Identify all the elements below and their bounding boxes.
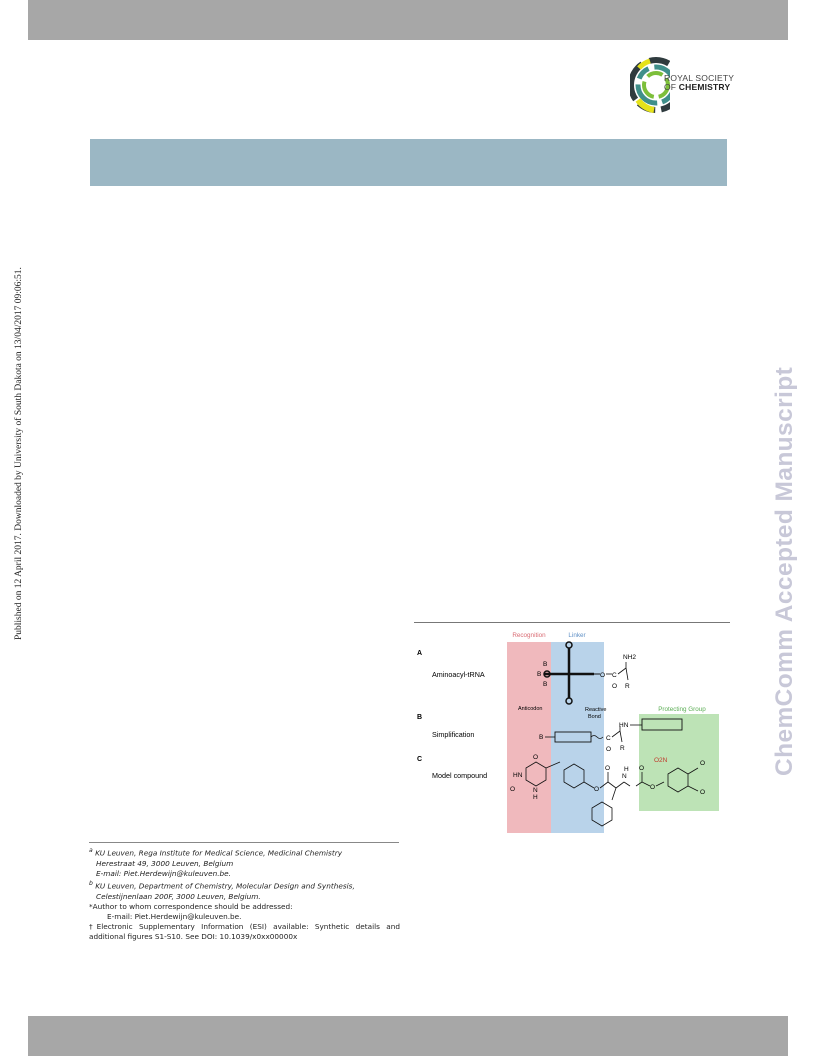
logo-wordmark: ROYAL SOCIETY OF CHEMISTRY	[664, 73, 735, 92]
figure-graphic: Recognition Linker Protecting Group A Am…	[417, 632, 719, 833]
correspondence-line1: *Author to whom correspondence should be…	[89, 901, 293, 911]
c-atom-o-8: O	[700, 789, 705, 796]
b-atom-b: B	[539, 734, 543, 741]
published-notice[interactable]: Published on 12 April 2017. Downloaded b…	[14, 267, 24, 640]
a-atom-c: C	[612, 672, 617, 679]
watermark-text: ChemComm Accepted Manuscript	[771, 366, 798, 776]
recognition-column	[507, 642, 551, 833]
c-atom-o-7: O	[700, 760, 705, 767]
atom-b-3: B	[543, 681, 547, 688]
panel-a-label: Aminoacyl-tRNA	[432, 670, 485, 679]
a-atom-o-2: O	[612, 683, 617, 690]
reactive-bond-2: Bond	[588, 714, 601, 720]
phenylalanine-chain	[591, 767, 689, 827]
tyrosine-ring	[545, 761, 595, 789]
atom-b-1: B	[543, 661, 547, 668]
b-atom-hn: HN	[619, 722, 629, 729]
footnote-a-line1: a KU Leuven, Rega Institute for Medical …	[89, 847, 343, 858]
protecting-block	[641, 718, 683, 731]
panel-c-letter: C	[417, 756, 422, 763]
footnotes: a KU Leuven, Rega Institute for Medical …	[89, 846, 400, 943]
protecting-group-box	[639, 714, 719, 811]
article-title-banner	[90, 139, 727, 186]
b-atom-r: R	[620, 745, 625, 752]
esi-footnote: †Electronic Supplementary Information (E…	[89, 922, 400, 942]
recognition-header: Recognition	[512, 632, 546, 639]
figure-1: Recognition Linker Protecting Group A Am…	[414, 628, 730, 833]
b-atom-c: C	[606, 735, 611, 742]
anticodon-label: Anticodon	[518, 706, 542, 712]
protecting-group-header: Protecting Group	[658, 706, 706, 713]
c-atom-o-3: O	[594, 786, 599, 793]
c-atom-o-6: O	[650, 784, 655, 791]
c-atom-o-5: O	[639, 765, 644, 772]
linker-column	[551, 642, 604, 833]
c-atom-n: N	[533, 787, 538, 794]
a-atom-o: O	[600, 672, 605, 679]
c-atom-o-1: O	[533, 754, 538, 761]
footnote-rule	[89, 842, 399, 843]
panel-a-letter: A	[417, 650, 422, 657]
panel-b-letter: B	[417, 714, 422, 721]
reactive-bond-1: Reactive	[585, 707, 606, 713]
footer-bar	[28, 1016, 788, 1056]
figure-top-rule	[414, 622, 730, 623]
footnote-a-line2: Herestraat 49, 3000 Leuven, Belgium	[96, 858, 234, 868]
accepted-manuscript-watermark: ChemComm Accepted Manuscript	[771, 367, 798, 777]
header-bar	[28, 0, 788, 40]
panel-c-label: Model compound	[432, 771, 487, 780]
a-atom-r: R	[625, 683, 630, 690]
atom-b-2: B	[537, 671, 541, 678]
published-sidebar: Published on 12 April 2017. Downloaded b…	[14, 267, 24, 641]
trna-cloverleaf	[543, 641, 600, 705]
footnote-a-line3[interactable]: E-mail: Piet.Herdewijn@kuleuven.be.	[96, 868, 231, 878]
correspondence-email[interactable]: E-mail: Piet.Herdewijn@kuleuven.be.	[107, 912, 242, 922]
rsc-logo[interactable]: ROYAL SOCIETY OF CHEMISTRY	[628, 52, 738, 118]
c-atom-h-2: H	[624, 766, 629, 773]
c-atom-o-4: O	[605, 765, 610, 772]
c-atom-hn: HN	[513, 772, 523, 779]
c-atom-n-2: N	[622, 773, 627, 780]
a-atom-nh2: NH2	[623, 654, 636, 661]
footnote-b-line2: Celestijnenlaan 200F, 3000 Leuven, Belgi…	[96, 891, 261, 901]
b-atom-o: O	[606, 746, 611, 753]
footnote-b-line1: b KU Leuven, Department of Chemistry, Mo…	[89, 880, 355, 891]
panel-b-label: Simplification	[432, 730, 474, 739]
c-atom-o-2: O	[510, 786, 515, 793]
linker-header: Linker	[568, 632, 585, 639]
c-atom-no2: O2N	[654, 757, 668, 764]
uracil-ring	[525, 761, 547, 787]
c-atom-h: H	[533, 794, 538, 801]
